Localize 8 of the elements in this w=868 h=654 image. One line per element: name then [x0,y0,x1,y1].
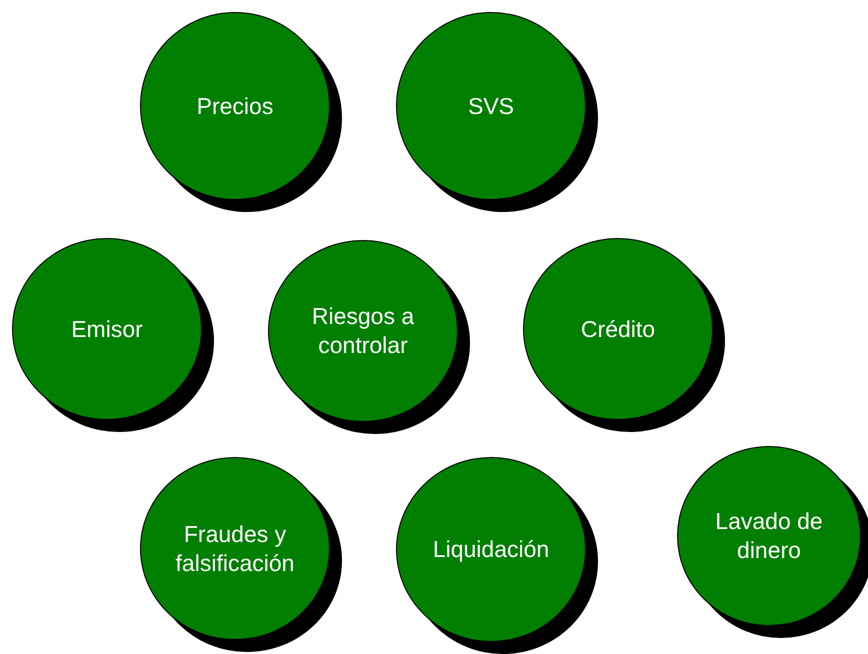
circle-label: SVS [466,92,516,120]
circle-label: Precios [196,92,274,120]
circle-label: Riesgos a controlar [310,302,416,360]
circle-label: Liquidación [432,535,550,564]
circle-label: Crédito [580,314,656,344]
circle-label: Fraudes y falsificación [174,520,296,578]
circle-label: Emisor [70,314,144,344]
circle-label: Lavado de dinero [714,507,824,565]
